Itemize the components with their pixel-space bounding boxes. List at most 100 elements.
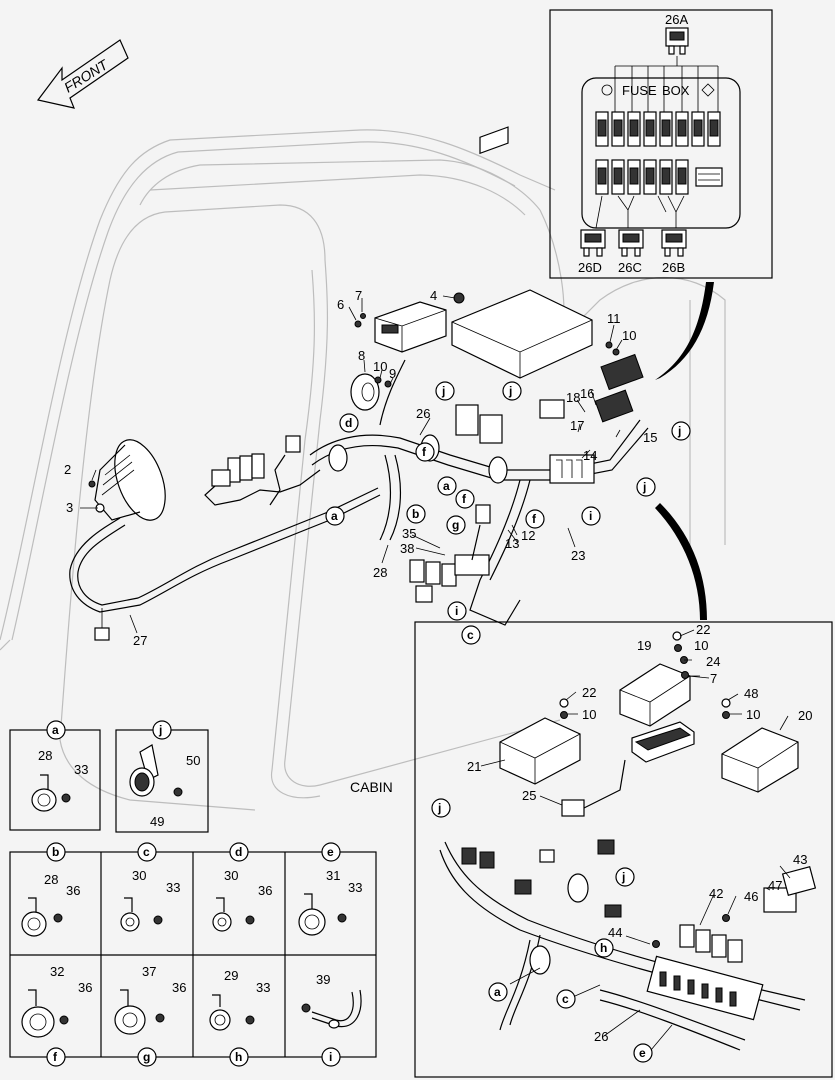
panel-j-label-2: 49 [150,814,164,829]
detail-marker-j-1: j [437,801,441,815]
detail-callout-46: 46 [744,889,758,904]
detail-marker-h: h [600,941,607,955]
detail-callout-44: 44 [608,925,622,940]
marker-g: g [452,518,459,532]
panel-e-label-2: 33 [348,880,362,895]
control-unit [451,126,593,379]
callout-18: 18 [566,390,580,405]
clamp-panel-h: 29 33 h [209,968,270,1067]
cabin-label: CABIN [350,779,393,795]
relay-group-right [455,353,644,484]
clamp-panel-e: e 31 33 [298,842,362,936]
main-harness [69,126,649,641]
radio-unit [374,301,447,353]
detail-callout-42: 42 [709,886,723,901]
detail-marker-e: e [639,1046,646,1060]
panel-g-label-1: 37 [142,964,156,979]
callout-14: 14 [583,448,597,463]
fuse-box-title-right: BOX [662,83,690,98]
marker-f-1: f [422,445,427,459]
callout-38: 38 [400,541,414,556]
detail-inset [414,621,833,1078]
marker-f-2: f [462,492,467,506]
fuse-box-title-left: FUSE [622,83,657,98]
clamp-panel-b: b 28 36 [21,842,80,937]
callout-6: 6 [337,297,344,312]
panel-d-letter: d [235,845,242,859]
marker-d: d [345,416,352,430]
detail-callout-21: 21 [467,759,481,774]
speaker-8 [350,373,380,411]
fuse-row-bottom [595,159,723,195]
marker-j-3: j [677,424,681,438]
callout-12: 12 [521,528,535,543]
panel-d-label-1: 30 [224,868,238,883]
panel-a-label-1: 28 [38,748,52,763]
panel-c-label-1: 30 [132,868,146,883]
fuse-26b-icon [661,229,687,257]
clamp-panel-d: d 30 36 [212,842,272,932]
callout-9: 9 [389,366,396,381]
detail-callout-10a: 10 [694,638,708,653]
callout-7: 7 [355,288,362,303]
marker-j-4: j [642,480,646,494]
callout-23: 23 [571,548,585,563]
panel-a-letter: a [52,723,59,737]
panel-g-letter: g [143,1050,150,1064]
detail-callout-10c: 10 [746,707,760,722]
detail-callout-22a: 22 [696,622,710,637]
detail-callout-24: 24 [706,654,720,669]
fuse-26c-icon [618,229,644,257]
panel-b-label-1: 28 [44,872,58,887]
callout-13: 13 [505,536,519,551]
fuse-row-top [595,111,721,147]
main-callouts: 6 7 4 11 10 8 10 9 18 16 26 15 17 14 2 3… [64,288,657,648]
clamp-panel-i: 39 i [301,972,362,1067]
detail-callout-43: 43 [793,852,807,867]
marker-a-1: a [331,509,338,523]
front-arrow: FRONT [36,39,129,109]
detail-marker-j-2: j [621,870,625,884]
callout-17: 17 [570,418,584,433]
marker-i-1: i [589,509,592,523]
panel-c-letter: c [143,845,150,859]
panel-f-letter: f [53,1050,58,1064]
panel-f-label-2: 36 [78,980,92,995]
callout-28: 28 [373,565,387,580]
marker-b: b [412,507,419,521]
panel-b-letter: b [52,845,59,859]
callout-8: 8 [358,348,365,363]
callout-27: 27 [133,633,147,648]
marker-j-1: j [441,384,445,398]
detail-callout-47: 47 [768,878,782,893]
clamp-panel-c: c 30 33 [120,842,180,932]
panel-g-label-2: 36 [172,980,186,995]
detail-callout-20: 20 [798,708,812,723]
fuse-26d-icon [580,229,606,257]
callout-2: 2 [64,462,71,477]
panel-e-label-1: 31 [326,868,340,883]
fuse-26a-label: 26A [665,12,688,27]
panel-d-label-2: 36 [258,883,272,898]
panel-h-label-1: 29 [224,968,238,983]
detail-callout-48: 48 [744,686,758,701]
callout-10a: 10 [622,328,636,343]
marker-a-2: a [443,479,450,493]
clamp-panel-a: a 28 33 [9,720,101,831]
detail-marker-a: a [494,985,501,999]
detail-callout-7: 7 [710,671,717,686]
clamp-panel-g: 37 36 g [114,964,186,1067]
detail-callout-10b: 10 [582,707,596,722]
panel-i-label-1: 39 [316,972,330,987]
marker-c: c [467,628,474,642]
fuse-box-inset: 26A FUSE BOX [549,9,773,279]
detail-callout-26: 26 [594,1029,608,1044]
clamp-panels-grid [9,851,377,1058]
callout-16: 16 [580,386,594,401]
callout-11: 11 [607,311,621,326]
fuse-26a-icon [665,27,689,55]
fuse-26b-label: 26B [662,260,685,275]
detail-callout-22b: 22 [582,685,596,700]
main-letter-markers: a a d j j j j f f f b g i i c [325,381,691,645]
